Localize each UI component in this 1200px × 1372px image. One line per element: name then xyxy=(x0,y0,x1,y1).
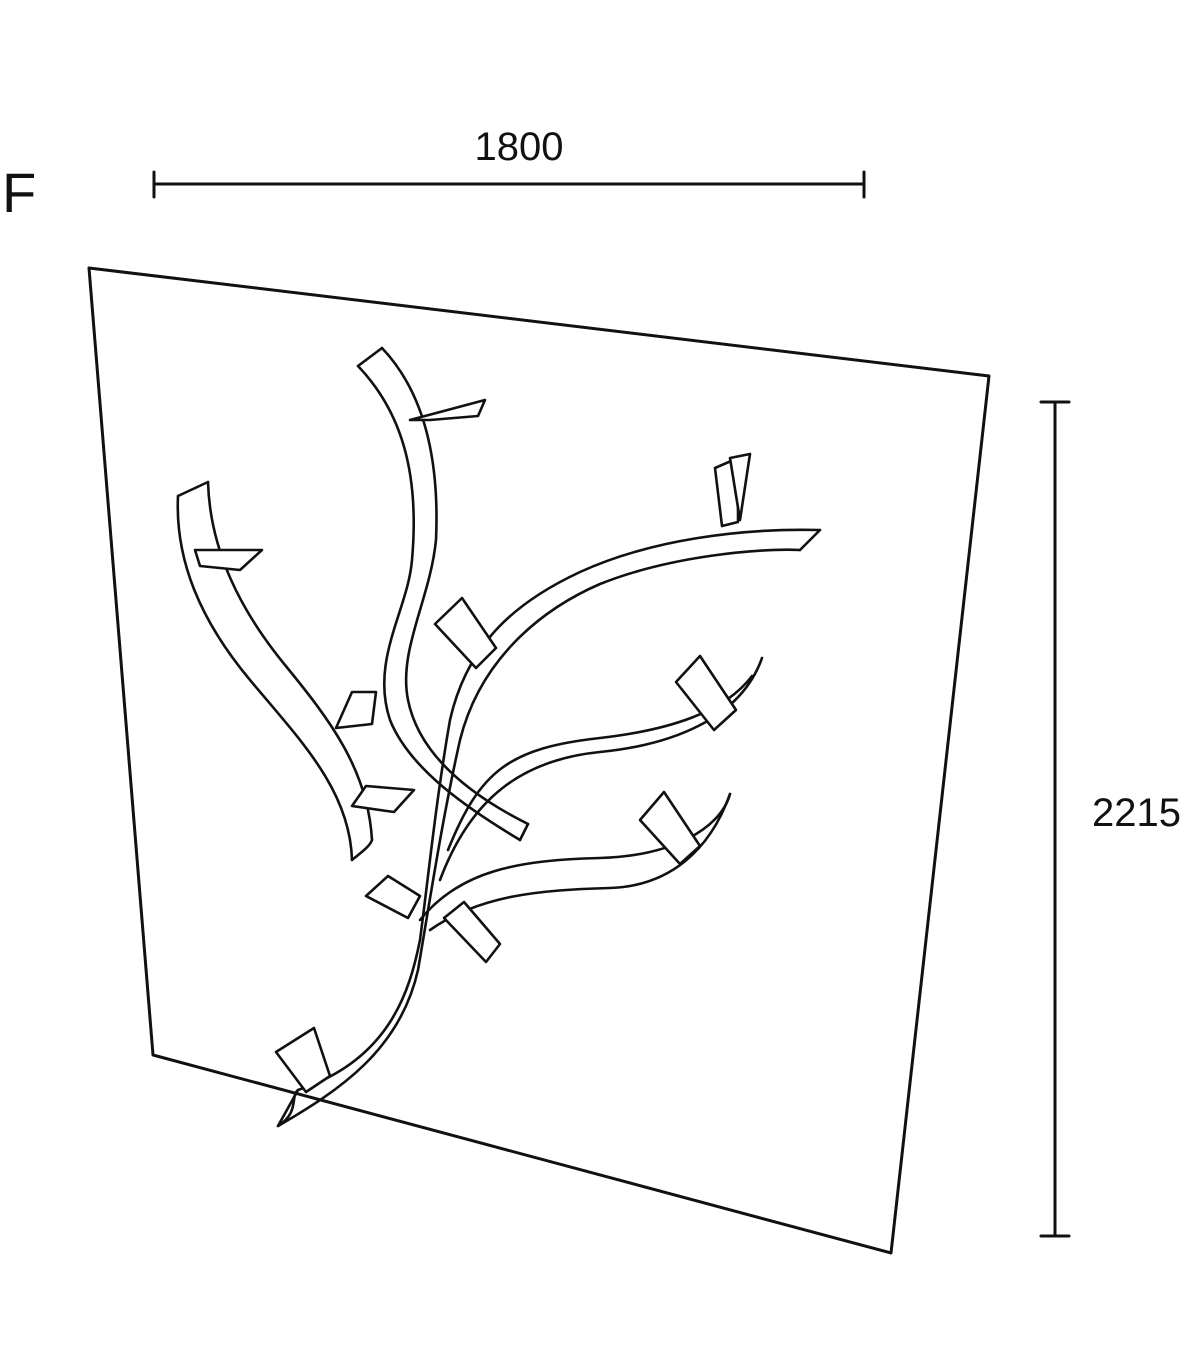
center-branch-tip xyxy=(356,346,384,368)
leaf-tab xyxy=(728,452,752,522)
leaf-tab xyxy=(442,900,502,964)
height-label: 2215 xyxy=(1092,791,1181,835)
variant-letter: F xyxy=(2,161,36,224)
width-label: 1800 xyxy=(475,125,564,169)
width-dimension: 1800 xyxy=(152,125,866,199)
trunk-tip xyxy=(798,528,822,552)
left-branch-tip xyxy=(176,480,210,498)
height-dimension: 2215 xyxy=(1039,400,1181,1238)
leaf-tab xyxy=(193,548,264,572)
leaf-tab xyxy=(350,784,416,814)
center-branch-end xyxy=(518,822,530,842)
leaf-tab xyxy=(274,1026,332,1094)
low-right-branch-edge-a xyxy=(418,792,732,922)
leaf-tab xyxy=(638,790,702,866)
left-branch-edge-a xyxy=(176,494,354,862)
leaf-tab xyxy=(334,690,378,730)
leaf-tab xyxy=(408,398,487,422)
leaf-tab xyxy=(674,654,738,732)
trunk-lower-edge xyxy=(276,548,802,1128)
trunk-base xyxy=(276,1088,300,1128)
leaf-tab xyxy=(364,874,422,920)
center-branch-edge-a xyxy=(356,364,522,842)
low-right-branch-edge-b xyxy=(428,792,732,932)
leaf-tabs xyxy=(193,398,752,1094)
trunk-upper-edge xyxy=(296,528,822,1092)
left-branch-edge-b xyxy=(206,480,374,842)
panel-outline xyxy=(87,266,991,1255)
leaf-tab xyxy=(433,596,498,670)
center-branch-edge-b xyxy=(380,346,530,826)
left-branch-end xyxy=(350,838,374,862)
